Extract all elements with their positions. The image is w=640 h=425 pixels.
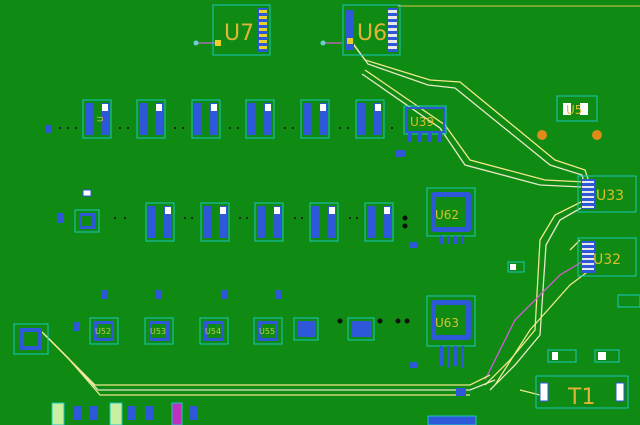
u62-courtyard [426,187,476,237]
u55-label: U55 [259,327,275,336]
part-u39[interactable]: U39 [403,105,447,142]
part-u53[interactable]: U53 [144,317,174,345]
bottom-connector [427,415,477,425]
part-edge-right [617,294,640,308]
row1-ratsnest [59,127,393,129]
u62-label: U62 [435,208,459,222]
cap-r1-left [46,125,52,133]
u6-label: U6 [357,21,387,46]
ic-r1-2[interactable] [136,99,166,139]
u32-pins [582,243,594,270]
bottom-part-3 [171,402,183,425]
u63-courtyard [426,295,476,347]
u53-label: U53 [150,327,166,336]
u32-courtyard [577,237,637,277]
ic-r1-4[interactable] [245,99,275,139]
ic-r2-3[interactable] [254,202,284,242]
row3-caps [74,290,281,331]
part-u9[interactable] [13,323,49,355]
u6-pins [388,10,397,49]
u6-left-pads [345,10,354,50]
part-u63[interactable]: U63 [426,295,476,368]
u62-legs [440,236,464,244]
part-small-right-2 [594,349,620,363]
bottom-part-1 [51,402,65,425]
ic-r2-4[interactable] [309,202,339,242]
mounting-hole-1 [537,130,547,140]
part-t1[interactable]: T1 [535,375,629,410]
u33-pins [582,181,594,208]
traces [39,39,591,396]
u33-label: U33 [596,188,624,204]
u39-courtyard [403,105,447,135]
ic-u-small-left[interactable] [74,209,100,233]
u39-legs [408,132,442,142]
bottom-part-2 [109,402,123,425]
cap-near-u62 [409,242,417,248]
row3-ics: U52 U53 U54 U55 [74,290,410,345]
part-u54[interactable]: U54 [199,317,229,345]
ic-r1-5[interactable] [300,99,330,139]
bottom-parts [51,402,477,425]
ic-r1-6[interactable] [355,99,385,139]
part-u62[interactable]: U62 [426,187,476,244]
row1-ics: U [46,99,393,139]
cap-bottom-center [456,388,466,396]
cap-near-u63 [410,362,418,368]
ic-r1-3[interactable] [191,99,221,139]
u5-courtyard [556,95,598,122]
u7-courtyard [212,4,271,56]
part-u52[interactable]: U52 [89,317,119,345]
part-small-right-1 [547,349,577,363]
cap-row2-top [82,189,92,197]
u54-label: U54 [205,327,221,336]
ic-r1-1[interactable]: U [82,99,112,139]
row2-ics [57,189,408,242]
cap-near-u32 [507,261,525,273]
u32-label: U32 [593,252,621,268]
part-u6[interactable]: U6 [342,4,401,56]
via-u7 [193,40,199,46]
u5-label: U5 [566,103,582,117]
u63-label: U63 [435,316,459,330]
t1-courtyard [535,375,629,409]
part-u7[interactable]: U7 [212,4,271,56]
ic-r2-5[interactable] [364,202,394,242]
mounting-hole-2 [592,130,602,140]
part-u55[interactable]: U55 [253,317,283,345]
cap-row2-left [57,213,64,223]
via-u6 [320,40,326,46]
u6-pin1 [347,38,353,44]
u7-pins [259,10,267,49]
u39-label: U39 [410,115,434,129]
u6-courtyard [342,4,401,56]
row3-vias [337,318,410,324]
ic-r3-5[interactable] [293,317,319,341]
u52-label: U52 [95,327,111,336]
part-u32[interactable]: U32 [577,237,637,277]
row2-ratsnest [114,215,408,229]
u7-label: U7 [224,21,254,46]
u7-pin1 [215,40,221,46]
ic-r2-1[interactable] [145,202,175,242]
u33-courtyard [577,175,637,213]
part-u33[interactable]: U33 [577,175,637,213]
ic-r2-2[interactable] [200,202,230,242]
ic-r3-6[interactable] [347,317,375,341]
part-u5[interactable]: U5 [556,95,598,122]
cap-near-u39 [395,150,405,157]
t1-label: T1 [567,385,595,410]
u63-legs [440,346,464,368]
svg-text:U: U [96,116,105,122]
